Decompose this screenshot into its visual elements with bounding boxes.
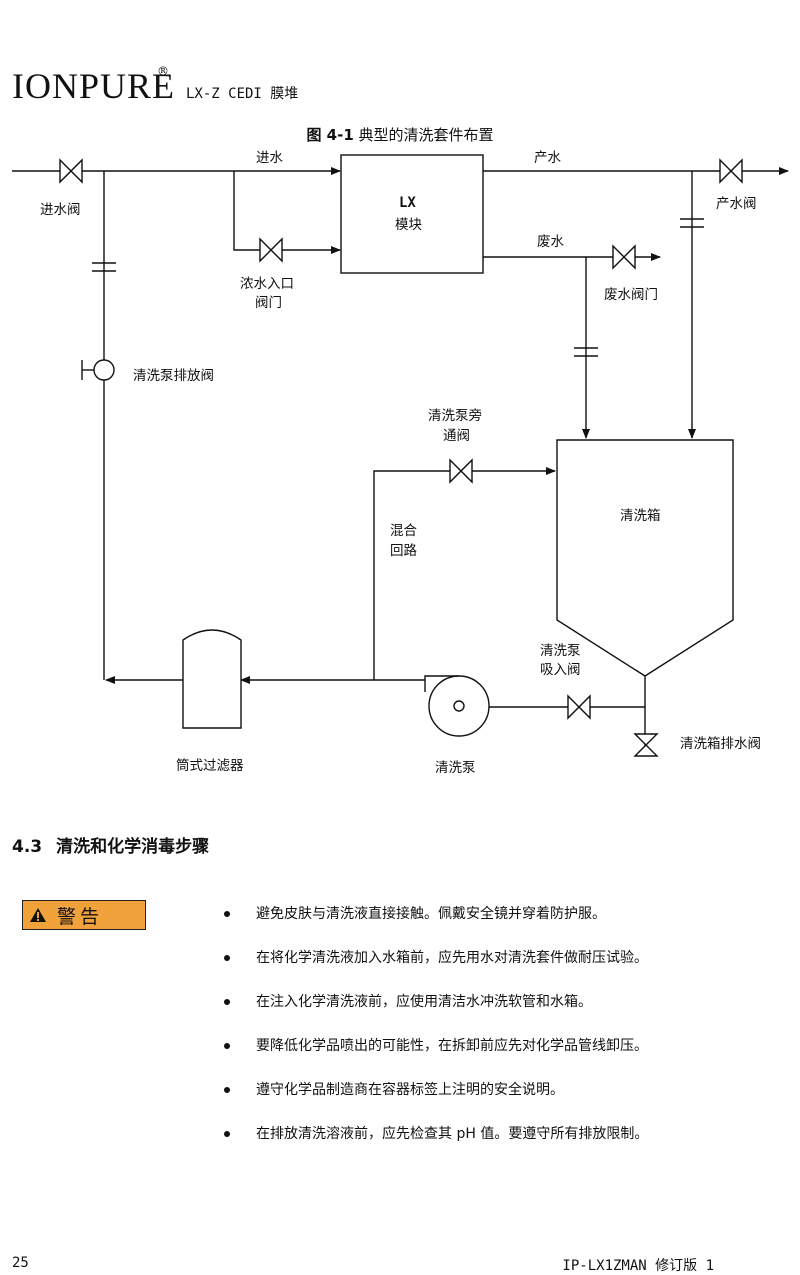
list-item: 遵守化学品制造商在容器标签上注明的安全说明。 [222, 1079, 782, 1123]
registered-mark: ® [157, 64, 169, 78]
page-number: 25 [12, 1255, 29, 1271]
warning-list: 避免皮肤与清洗液直接接触。佩戴安全镜并穿着防护服。 在将化学清洗液加入水箱前，应… [222, 903, 782, 1167]
document-id: IP-LX1ZMAN 修订版 1 [562, 1258, 714, 1274]
label-bypass-1: 清洗泵旁 [428, 407, 482, 424]
list-item: 在排放清洗溶液前，应先检查其 pH 值。要遵守所有排放限制。 [222, 1123, 782, 1167]
section-title: 清洗和化学消毒步骤 [56, 837, 210, 857]
label-suction-2: 吸入阀 [540, 662, 581, 678]
warning-triangle-icon [30, 908, 46, 922]
label-conc-inlet-1: 浓水入口 [240, 276, 294, 292]
bullet-dot [224, 1131, 230, 1137]
list-item-text: 在排放清洗溶液前，应先检查其 pH 值。要遵守所有排放限制。 [256, 1126, 649, 1142]
list-item: 避免皮肤与清洗液直接接触。佩戴安全镜并穿着防护服。 [222, 903, 782, 947]
list-item: 要降低化学品喷出的可能性，在拆卸前应先对化学品管线卸压。 [222, 1035, 782, 1079]
label-product-valve: 产水阀 [716, 196, 757, 212]
list-item-text: 在注入化学清洗液前，应使用清洁水冲洗软管和水箱。 [256, 994, 592, 1010]
cleaning-kit-diagram: 进水阀 进水 LX 模块 浓水入口 阀门 产水 产水阀 废水 废水阀门 清洗泵排… [12, 150, 789, 776]
brand-logo: IONPURE [12, 66, 176, 106]
label-module-name: LX [399, 195, 416, 211]
list-item-text: 避免皮肤与清洗液直接接触。佩戴安全镜并穿着防护服。 [256, 906, 606, 922]
figure-number: 图 4-1 [306, 126, 354, 144]
label-module-sub: 模块 [395, 217, 422, 233]
label-pump-drain-valve: 清洗泵排放阀 [133, 368, 214, 384]
list-item-text: 遵守化学品制造商在容器标签上注明的安全说明。 [256, 1082, 564, 1098]
page-subtitle: LX-Z CEDI 膜堆 [186, 86, 299, 102]
list-item: 在注入化学清洗液前，应使用清洁水冲洗软管和水箱。 [222, 991, 782, 1035]
bullet-dot [224, 1087, 230, 1093]
label-suction-1: 清洗泵 [540, 643, 581, 659]
label-mix-1: 混合 [390, 523, 417, 539]
label-tank: 清洗箱 [620, 508, 661, 524]
list-item-text: 在将化学清洗液加入水箱前，应先用水对清洗套件做耐压试验。 [256, 950, 648, 966]
label-product: 产水 [534, 150, 562, 166]
section-heading: 4.3 清洗和化学消毒步骤 [12, 832, 209, 857]
label-mix-2: 回路 [390, 543, 417, 559]
label-waste: 废水 [537, 234, 565, 250]
label-inlet-valve: 进水阀 [40, 202, 81, 218]
bullet-dot [224, 955, 230, 961]
figure-caption: 典型的清洗套件布置 [358, 126, 494, 144]
warning-badge: 警告 [22, 900, 146, 930]
bullet-dot [224, 999, 230, 1005]
warning-label: 警告 [57, 905, 104, 928]
list-item: 在将化学清洗液加入水箱前，应先用水对清洗套件做耐压试验。 [222, 947, 782, 991]
label-pump: 清洗泵 [435, 760, 476, 776]
list-item-text: 要降低化学品喷出的可能性，在拆卸前应先对化学品管线卸压。 [256, 1038, 648, 1054]
label-feed: 进水 [256, 150, 283, 166]
figure-title: 图 4-1 典型的清洗套件布置 [0, 124, 800, 145]
bullet-dot [224, 911, 230, 917]
label-filter: 筒式过滤器 [176, 757, 244, 774]
bullet-dot [224, 1043, 230, 1049]
label-bypass-2: 通阀 [443, 428, 470, 444]
label-waste-valve: 废水阀门 [604, 287, 658, 303]
label-conc-inlet-2: 阀门 [255, 295, 282, 311]
label-tank-drain-valve: 清洗箱排水阀 [680, 736, 761, 752]
section-number: 4.3 [12, 837, 43, 857]
